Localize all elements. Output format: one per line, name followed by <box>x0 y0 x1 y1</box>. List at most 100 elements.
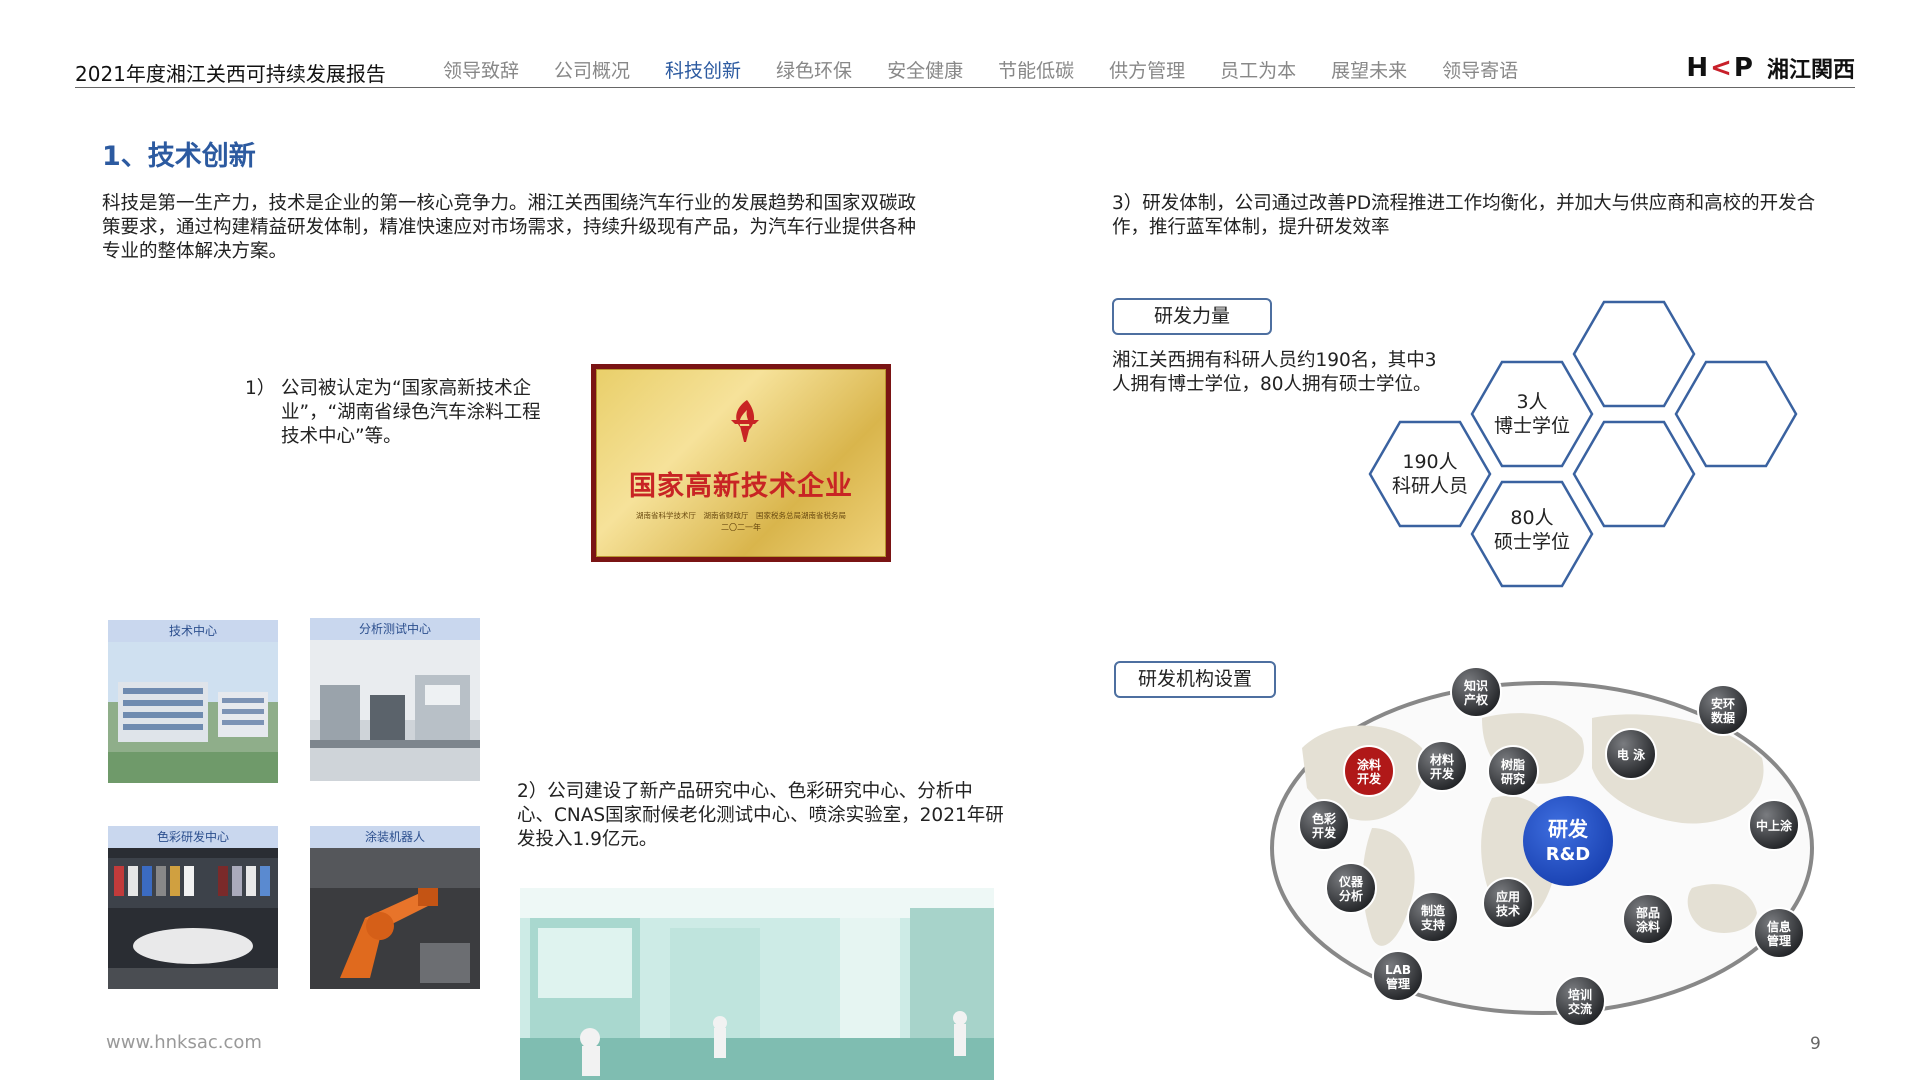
rd-org-node: 电 泳 <box>1605 728 1657 780</box>
rd-force-hexagon-diagram: 190人 科研人员 3人 博士学位 80人 硕士学位 <box>1368 300 1798 588</box>
hexagon-empty <box>1572 300 1696 408</box>
rd-org-node-label: 管理 <box>1386 976 1410 991</box>
rd-org-node-label: 交流 <box>1568 1001 1592 1016</box>
rd-org-node-circle <box>1298 799 1350 851</box>
hexagon-doctorate <box>1470 360 1594 468</box>
hexagon-empty <box>1674 360 1798 468</box>
company-logo: H<P 湘江関西 <box>1686 52 1855 84</box>
laboratory-interior-image <box>520 888 994 1080</box>
rd-organization-diagram: 研发 R&D 知识产权安环数据涂料开发材料开发树脂研究电 泳色彩开发中上涂仪器分… <box>1270 666 1814 1027</box>
rd-org-label: 研发机构设置 <box>1114 661 1276 698</box>
point-2-paragraph: 2）公司建设了新产品研究中心、色彩研究中心、分析中心、CNAS国家耐候老化测试中… <box>517 781 1004 850</box>
photo-caption: 分析测试中心 <box>310 618 480 640</box>
nav-item-leader-message[interactable]: 领导寄语 <box>1442 60 1519 82</box>
nav-item-leader-speech[interactable]: 领导致辞 <box>443 60 520 82</box>
analysis-lab-image <box>310 640 480 781</box>
rd-org-node-circle <box>1748 799 1800 851</box>
rd-org-node-circle <box>1450 666 1502 718</box>
rd-org-node-label: 中上涂 <box>1756 818 1793 833</box>
point-1: 1） 公司被认定为“国家高新技术企业”，“湖南省绿色汽车涂料工程技术中心”等。 <box>245 377 555 449</box>
rd-org-node-circle <box>1343 745 1395 797</box>
rd-org-node-label: 开发 <box>1430 766 1455 781</box>
rd-center-node <box>1523 796 1613 886</box>
rd-org-node-label: 分析 <box>1339 888 1363 903</box>
hex-doctorate-label: 博士学位 <box>1494 415 1570 437</box>
rd-org-node: 中上涂 <box>1748 799 1800 851</box>
page-number: 9 <box>1810 1034 1821 1054</box>
rd-org-node-label: 管理 <box>1767 933 1791 948</box>
rd-org-node-label: 技术 <box>1496 903 1520 918</box>
nav-item-tech-innovation[interactable]: 科技创新 <box>665 60 742 82</box>
hex-masters-count: 80人 <box>1510 507 1553 529</box>
rd-org-node-label: 数据 <box>1711 710 1735 725</box>
rd-org-node-label: 部品 <box>1636 905 1660 920</box>
rd-org-node-label: 培训 <box>1568 987 1592 1002</box>
rd-org-node-label: 应用 <box>1496 889 1520 904</box>
rd-org-node-label: 开发 <box>1312 825 1337 840</box>
rd-org-node-label: 色彩 <box>1312 811 1336 826</box>
nav-item-supplier-management[interactable]: 供方管理 <box>1109 60 1186 82</box>
rd-org-node-label: 涂料 <box>1636 919 1660 934</box>
photo-caption: 涂装机器人 <box>310 826 480 848</box>
rd-center-en: R&D <box>1546 844 1591 865</box>
rd-org-node-label: 支持 <box>1420 917 1445 932</box>
intro-paragraph: 科技是第一生产力，技术是企业的第一核心竞争力。湘江关西围绕汽车行业的发展趋势和国… <box>102 193 917 262</box>
painting-robot-image <box>310 848 480 989</box>
nav-item-safety-health[interactable]: 安全健康 <box>887 60 964 82</box>
hex-researchers-count: 190人 <box>1402 451 1457 473</box>
plaque-year: 二〇二一年 <box>721 523 761 532</box>
photo-painting-robot: 涂装机器人 <box>310 826 480 989</box>
nav-item-company-overview[interactable]: 公司概况 <box>554 60 631 82</box>
photo-color-rd-center: 色彩研发中心 <box>108 826 278 989</box>
photo-analysis-test-center: 分析测试中心 <box>310 618 480 781</box>
rd-org-node-circle <box>1605 728 1657 780</box>
footer-website-url[interactable]: www.hnksac.com <box>106 1032 262 1053</box>
plaque-issuers: 湖南省科学技术厅 湖南省财政厅 国家税务总局湖南省税务局 <box>636 511 846 520</box>
hexagon-researchers <box>1368 420 1492 528</box>
high-tech-enterprise-plaque: 国家高新技术企业 湖南省科学技术厅 湖南省财政厅 国家税务总局湖南省税务局 二〇… <box>591 364 891 562</box>
nav-item-future-outlook[interactable]: 展望未来 <box>1331 60 1408 82</box>
nav-item-energy-low-carbon[interactable]: 节能低碳 <box>998 60 1075 82</box>
color-center-room-image <box>108 848 278 989</box>
report-title: 2021年度湘江关西可持续发展报告 <box>75 62 386 86</box>
hex-researchers-label: 科研人员 <box>1392 475 1468 497</box>
point-1-number: 1） <box>245 378 276 399</box>
rd-force-text: 湘江关西拥有科研人员约190名，其中3人拥有博士学位，80人拥有硕士学位。 <box>1112 350 1437 395</box>
photo-tech-center: 技术中心 <box>108 620 278 783</box>
rd-org-node-circle <box>1622 893 1674 945</box>
rd-org-node-label: 材料 <box>1429 752 1454 767</box>
rd-system-paragraph: 3）研发体制，公司通过改善PD流程推进工作均衡化，并加大与供应商和高校的开发合作… <box>1112 193 1816 238</box>
rd-org-node-label: 涂料 <box>1357 757 1381 772</box>
plaque-title: 国家高新技术企业 <box>629 471 853 502</box>
page-header: 2021年度湘江关西可持续发展报告 领导致辞 公司概况 科技创新 绿色环保 安全… <box>75 52 1855 88</box>
rd-org-node-circle <box>1487 745 1539 797</box>
rd-org-node-label: LAB <box>1385 963 1411 977</box>
rd-org-node-label: 树脂 <box>1501 757 1525 772</box>
hex-doctorate-count: 3人 <box>1516 391 1547 413</box>
logo-mark: H<P <box>1686 53 1755 83</box>
nav-item-green-environment[interactable]: 绿色环保 <box>776 60 853 82</box>
nav-item-employee-first[interactable]: 员工为本 <box>1220 60 1297 82</box>
rd-org-node-label: 信息 <box>1767 919 1791 934</box>
rd-center-cn: 研发 <box>1548 817 1589 841</box>
rd-org-node-label: 开发 <box>1357 771 1382 786</box>
rd-org-node-circle <box>1416 740 1468 792</box>
rd-org-node-label: 制造 <box>1421 903 1446 918</box>
rd-org-node-circle <box>1325 862 1377 914</box>
rd-org-node-label: 产权 <box>1464 692 1489 707</box>
rd-org-node-circle <box>1372 950 1424 1002</box>
logo-text: 湘江関西 <box>1766 58 1855 83</box>
rd-org-node-circle <box>1482 877 1534 929</box>
rd-org-node-label: 研究 <box>1501 771 1525 786</box>
